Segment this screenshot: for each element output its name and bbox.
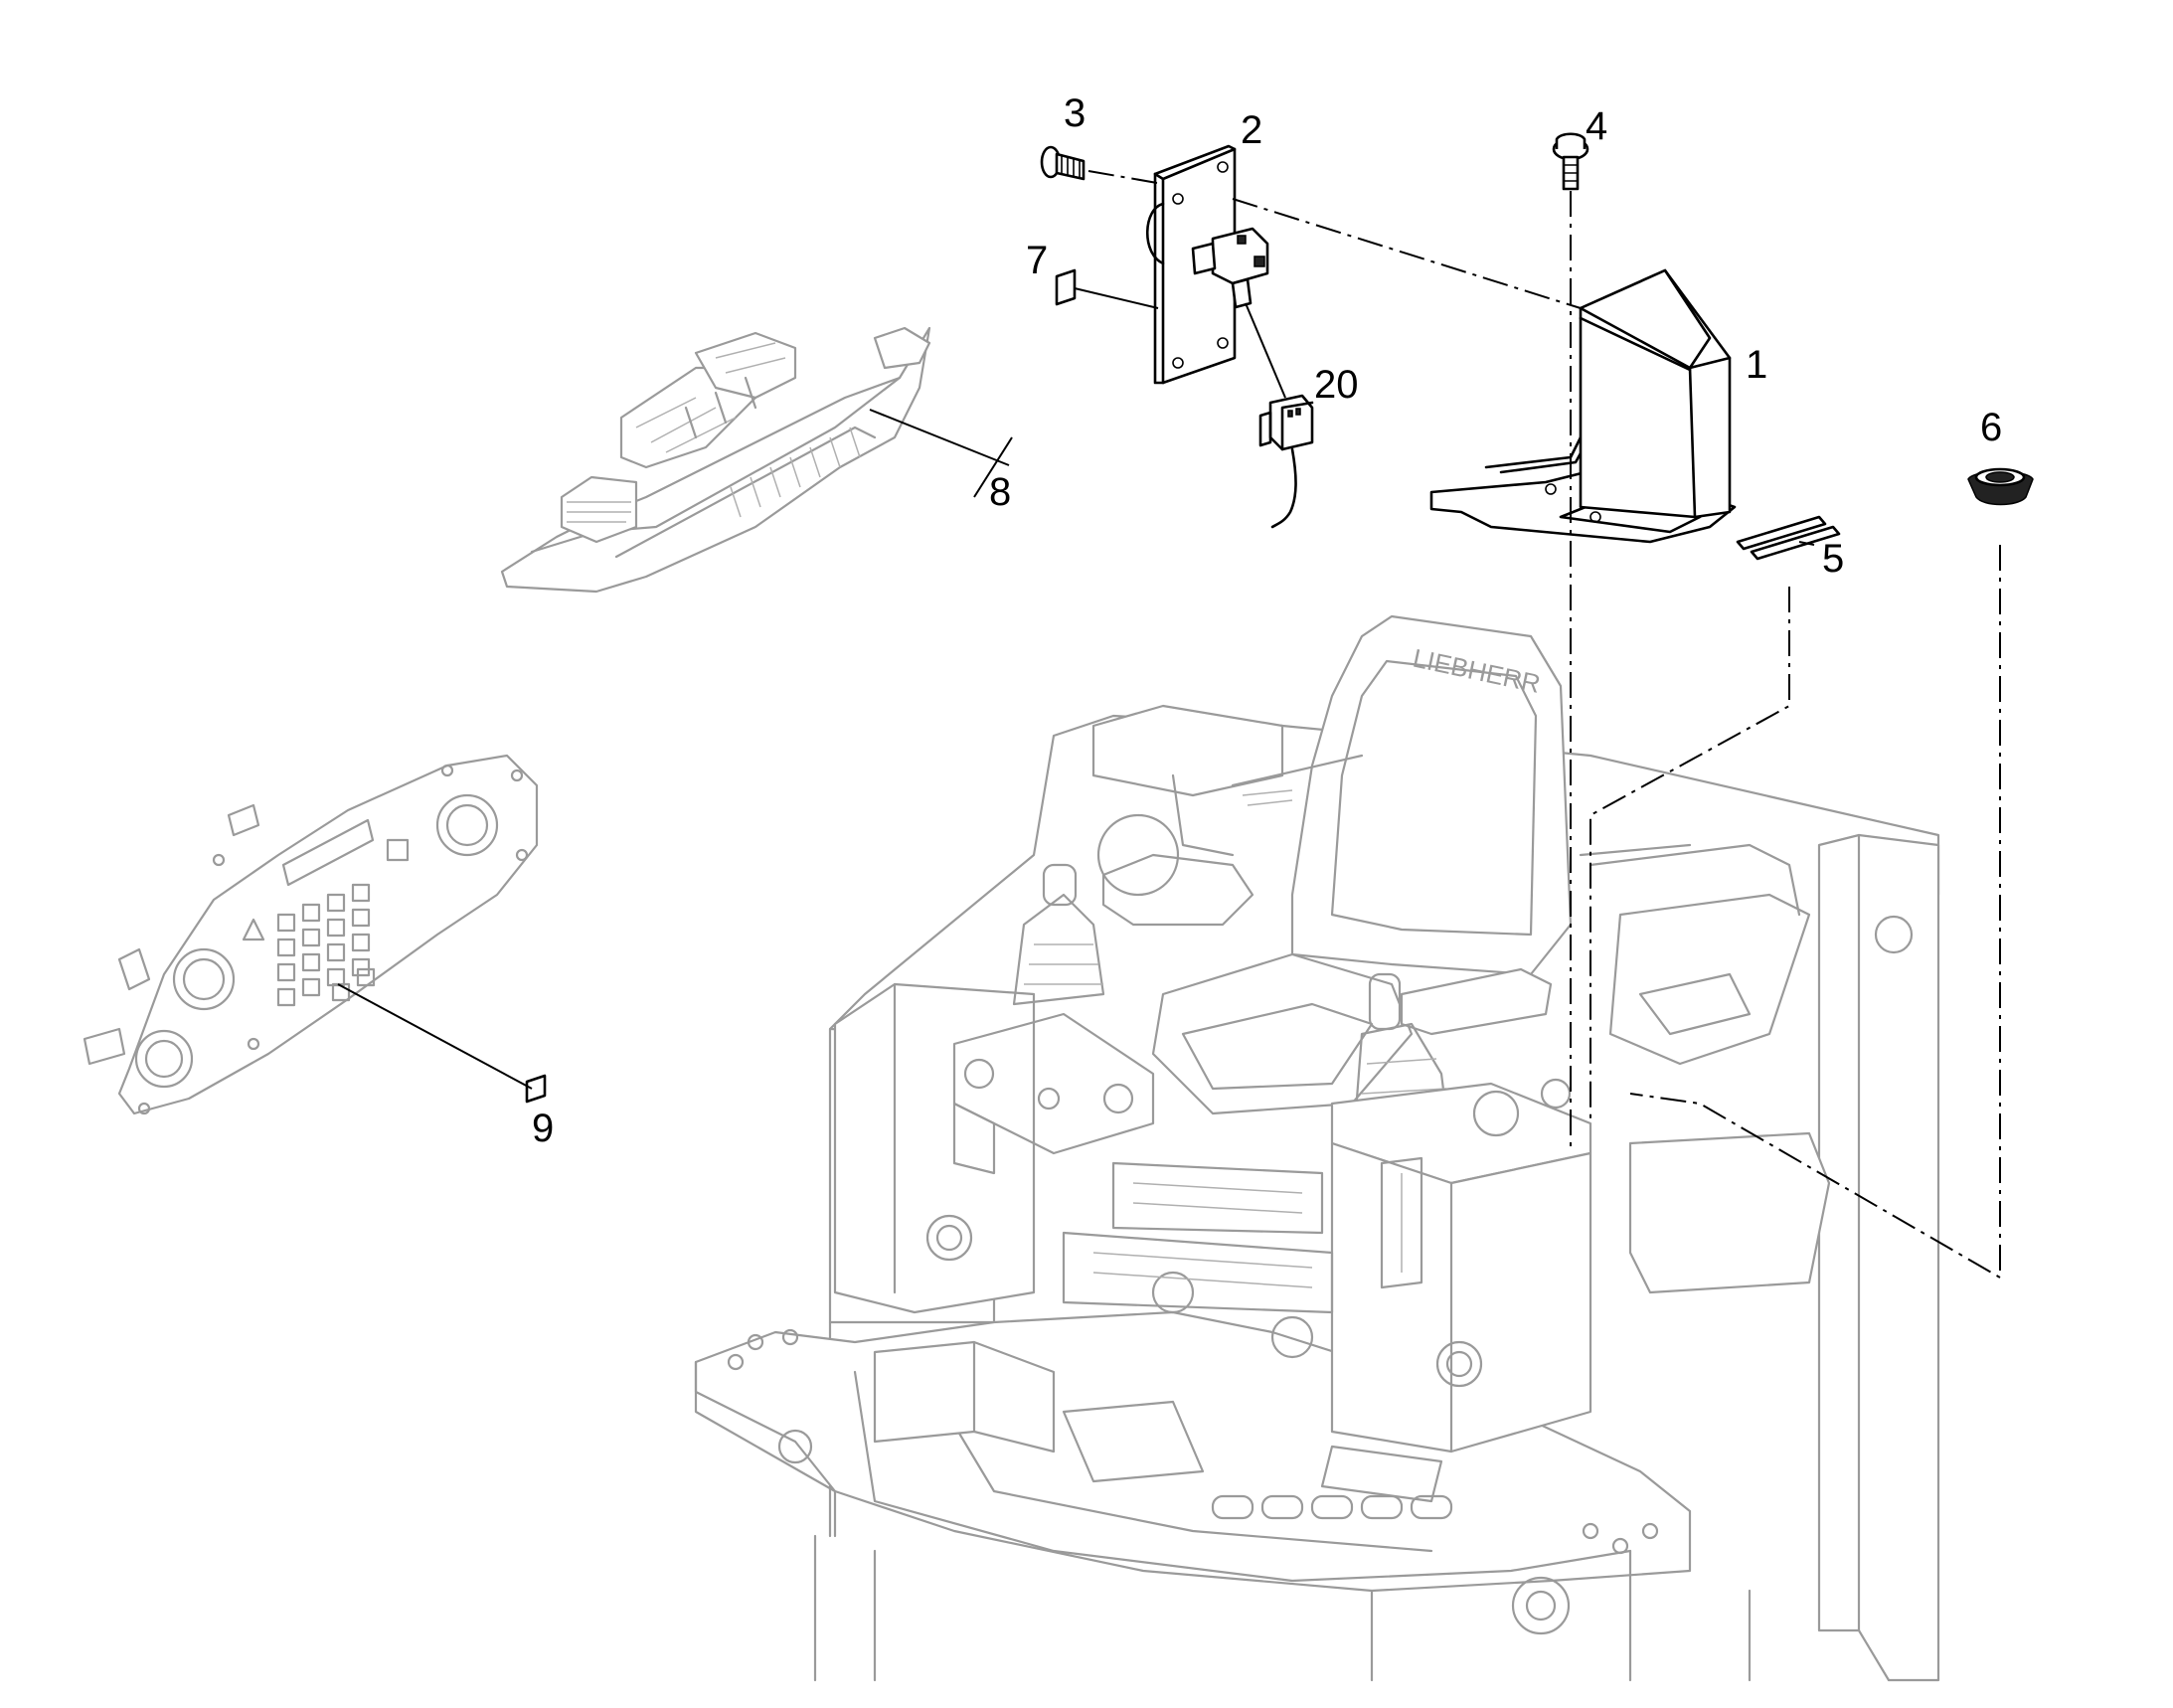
part-4-screw [1552,132,1589,191]
part-2-mounting-plate [1145,144,1269,385]
part-1-bracket-housing [1429,268,1737,544]
assembly-lines [1087,170,2001,1280]
callout-20: 20 [1314,363,1359,407]
callout-3: 3 [1064,91,1086,135]
callout-8: 8 [989,470,1011,514]
callout-1: 1 [1746,343,1767,387]
callout-6: 6 [1980,406,2002,449]
callout-9: 9 [532,1107,554,1150]
callout-2: 2 [1241,108,1262,152]
callout-labels: 1 2 3 4 5 6 7 8 9 20 [532,91,2002,1150]
part-3-bolt [1040,145,1086,181]
callout-5: 5 [1822,537,1844,581]
part-5-strips [1736,515,1841,561]
callout-7: 7 [1026,239,1048,282]
part-9-instrument-panel [83,754,547,1115]
part-6-grommet [1967,467,2034,506]
part-7-label [1055,268,1159,309]
callout-4: 4 [1586,104,1607,148]
part-20-connector [1245,302,1314,529]
operator-cab-context: LIEBHERR [694,614,1940,1682]
part-8-control-console [500,326,1013,594]
